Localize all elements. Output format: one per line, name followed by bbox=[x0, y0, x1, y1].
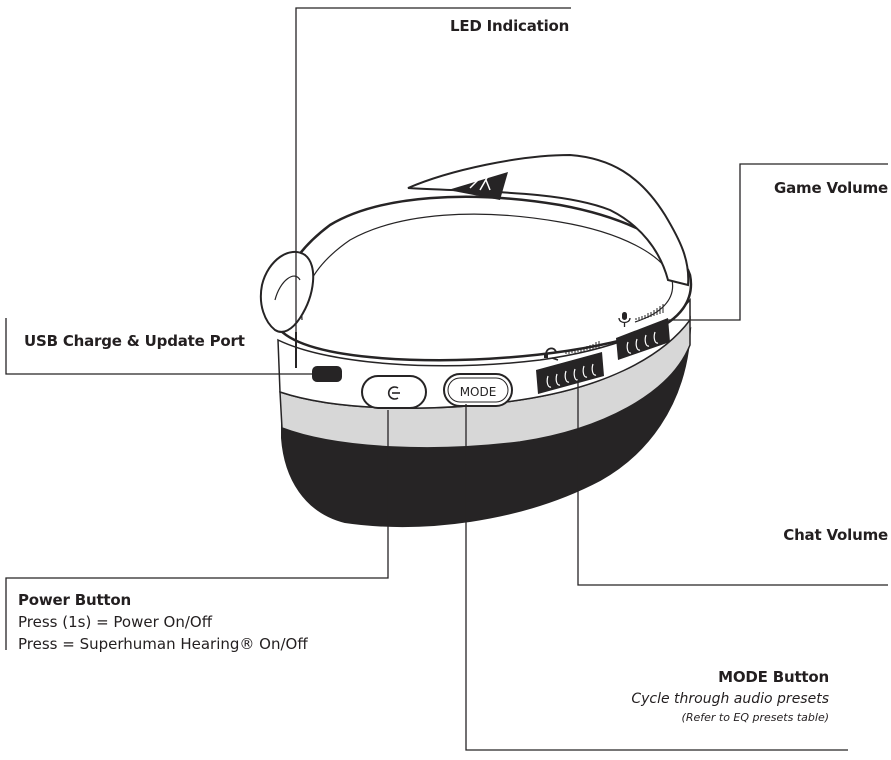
callout-game-volume bbox=[668, 163, 888, 321]
game-volume-label: Game Volume bbox=[774, 179, 888, 197]
mode-button-line1: Cycle through audio presets bbox=[631, 691, 829, 707]
earcup-cushion-inner bbox=[301, 213, 674, 323]
power-button[interactable] bbox=[361, 375, 427, 409]
callout-power bbox=[5, 410, 389, 650]
mode-button-text: MODE bbox=[460, 385, 497, 399]
chat-volume-wheel[interactable] bbox=[536, 352, 604, 394]
chat-level-indicator bbox=[565, 341, 600, 354]
callout-lines bbox=[5, 7, 888, 751]
mode-button[interactable] bbox=[443, 373, 513, 407]
callout-mode bbox=[465, 404, 848, 751]
usb-port[interactable] bbox=[312, 366, 342, 382]
power-icon bbox=[387, 386, 400, 400]
power-button-line2: Press = Superhuman Hearing® On/Off bbox=[18, 635, 308, 653]
mode-button-line2: (Refer to EQ presets table) bbox=[681, 711, 829, 724]
game-level-indicator bbox=[635, 304, 664, 320]
microphone-icon bbox=[618, 312, 631, 327]
led-indication-label: LED Indication bbox=[450, 17, 570, 35]
callout-usb bbox=[5, 318, 312, 375]
left-hinge bbox=[259, 250, 315, 333]
callout-led bbox=[295, 7, 571, 340]
headset-icon bbox=[544, 347, 559, 361]
mode-button-inner bbox=[447, 377, 509, 403]
mode-button-title: MODE Button bbox=[718, 668, 829, 686]
chat-volume-label: Chat Volume bbox=[783, 526, 888, 544]
game-volume-wheel[interactable] bbox=[616, 318, 670, 360]
usb-port-label: USB Charge & Update Port bbox=[24, 332, 245, 350]
callout-chat-volume bbox=[577, 380, 888, 586]
left-hinge-detail bbox=[274, 275, 301, 301]
brand-logo-icon bbox=[448, 172, 508, 200]
power-button-title: Power Button bbox=[18, 591, 131, 609]
power-button-line1: Press (1s) = Power On/Off bbox=[18, 613, 213, 631]
